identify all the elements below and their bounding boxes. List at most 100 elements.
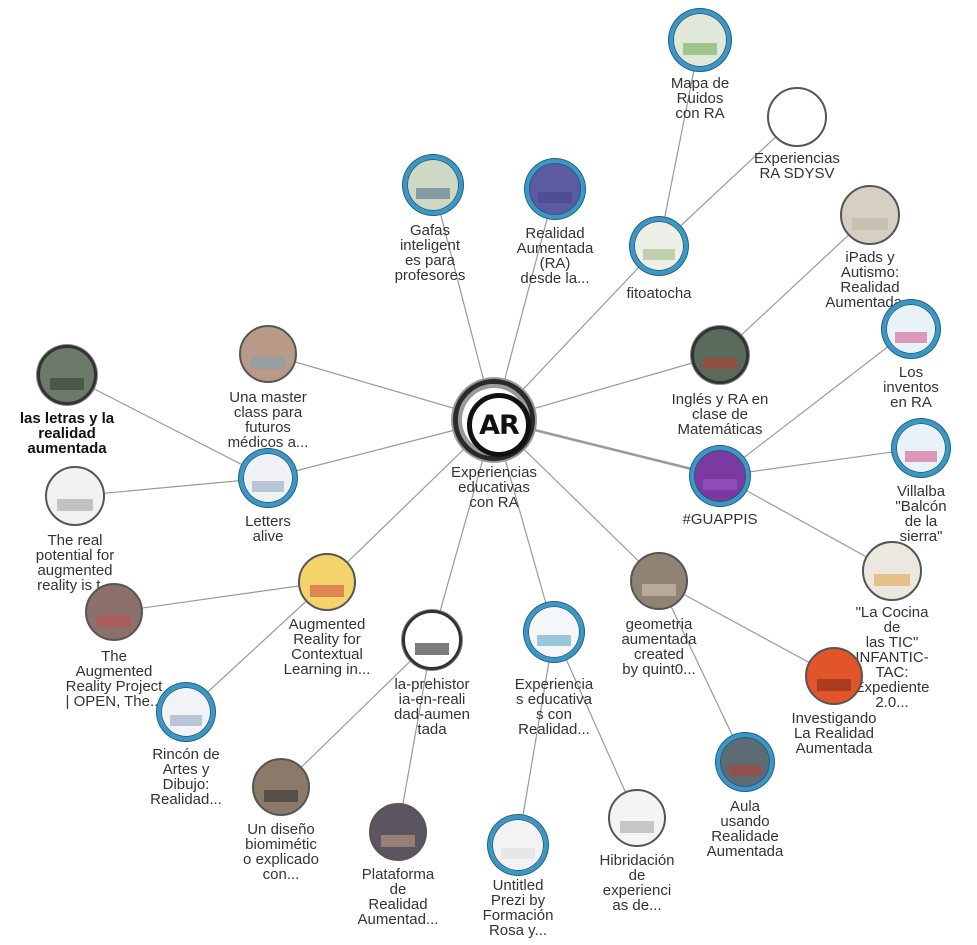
thumbnail-image <box>537 634 571 647</box>
node-label-guappis: #GUAPPIS <box>682 511 758 528</box>
node-label-prehistoria: la-prehistor ia-en-reali dad-aumen tada <box>394 676 470 738</box>
node-label-geometria: geometria aumentada created by quint0... <box>621 616 697 678</box>
thumbnail-image <box>874 573 910 587</box>
edge-guappis-inventos <box>719 328 912 477</box>
node-investigando[interactable] <box>805 647 863 705</box>
node-hibridacion[interactable] <box>608 789 666 847</box>
edge-augcontext-project <box>113 581 328 613</box>
node-label-expcon: Experiencia s educativa s con Realidad..… <box>514 676 594 738</box>
node-label-biomimetico: Un diseño biomimétic o explicado con... <box>243 821 319 883</box>
thumbnail-image <box>779 119 815 133</box>
thumbnail-image <box>416 187 450 200</box>
thumbnail-image <box>852 217 888 231</box>
node-prezi[interactable] <box>488 815 548 875</box>
node-inventos[interactable] <box>882 300 940 358</box>
thumbnail-image <box>501 847 535 860</box>
node-label-fitoatocha: fitoatocha <box>626 285 692 302</box>
hub-node[interactable]: AR <box>453 379 535 461</box>
edge-geometria-aula <box>658 580 746 763</box>
node-gafas[interactable] <box>403 155 463 215</box>
node-fitoatocha[interactable] <box>630 217 688 275</box>
node-sdysv[interactable] <box>767 87 827 147</box>
node-label-rincon: Rincón de Artes y Dibujo: Realidad... <box>150 746 222 808</box>
thumbnail-image <box>49 377 85 390</box>
thumbnail-image <box>682 42 718 55</box>
thumbnail-image <box>252 480 284 492</box>
edge-letters-letras <box>66 374 269 479</box>
node-master[interactable] <box>239 325 297 383</box>
node-geometria[interactable] <box>630 552 688 610</box>
thumbnail-image <box>905 450 937 462</box>
node-label-aula: Aula usando Realidade Aumentada <box>706 798 784 860</box>
edge-guappis-cocina <box>719 475 893 572</box>
node-label-project: The Augmented Reality Project | OPEN, Th… <box>65 648 163 710</box>
node-label-mapa: Mapa de Ruidos con RA <box>670 75 730 122</box>
node-cocina[interactable] <box>862 541 922 601</box>
node-letras[interactable] <box>37 345 97 405</box>
thumbnail-image <box>96 614 132 627</box>
node-label-letras: las letras y la realidad aumentada <box>19 410 115 457</box>
ar-logo-icon: AR <box>467 393 531 457</box>
edge-guappis-villalba <box>719 447 922 477</box>
node-ingles[interactable] <box>691 326 749 384</box>
node-label-villalba: Villalba "Balcón de la sierra" <box>895 483 947 545</box>
node-guappis[interactable] <box>690 446 750 506</box>
thumbnail-image <box>816 678 852 691</box>
node-label-gafas: Gafas inteligent es para profesores <box>394 222 466 284</box>
thumbnail-image <box>703 357 737 370</box>
thumbnail-image <box>895 331 927 343</box>
edge-geometria-investigando <box>658 580 835 677</box>
edge-fitoatocha-sdysv <box>658 116 798 247</box>
edge-prehistoria-biomimetico <box>280 639 433 788</box>
node-project[interactable] <box>85 583 143 641</box>
edge-prehistoria-plataforma <box>397 639 433 833</box>
thumbnail-image <box>309 584 345 597</box>
node-label-prezi: Untitled Prezi by Formación Rosa y... <box>482 877 554 939</box>
edge-augcontext-rincon <box>185 581 328 713</box>
thumbnail-image <box>380 834 416 847</box>
node-letters[interactable] <box>239 449 297 507</box>
node-augcontext[interactable] <box>298 553 356 611</box>
node-label-inventos: Los inventos en RA <box>883 364 939 411</box>
node-realidad[interactable] <box>525 159 585 219</box>
thumbnail-image <box>414 642 450 655</box>
thumbnail-image <box>641 583 677 596</box>
edge-fitoatocha-mapa <box>658 39 701 247</box>
node-label-investigando: Investigando La Realidad Aumentada <box>791 710 877 757</box>
thumbnail-image <box>643 248 675 260</box>
hub-label: Experiencias educativas con RA <box>451 464 537 511</box>
thumbnail-image <box>619 820 655 833</box>
node-label-sdysv: Experiencias RA SDYSV <box>754 150 840 182</box>
thumbnail-image <box>729 764 761 776</box>
node-label-ingles: Inglés y RA en clase de Matemáticas <box>671 391 769 438</box>
node-label-master: Una master class para futuros médicos a.… <box>227 389 309 451</box>
node-label-letters: Letters alive <box>245 513 291 545</box>
edge-expcon-prezi <box>517 631 555 846</box>
thumbnail-image <box>263 789 299 802</box>
node-label-plataforma: Plataforma de Realidad Aumentad... <box>357 866 439 928</box>
edge-ingles-ipads <box>719 214 871 356</box>
thumbnail-image <box>170 714 202 726</box>
node-aula[interactable] <box>716 733 774 791</box>
node-ipads[interactable] <box>840 185 900 245</box>
edge-letters-realpotential <box>74 477 269 497</box>
node-biomimetico[interactable] <box>252 758 310 816</box>
node-rincon[interactable] <box>157 683 215 741</box>
node-villalba[interactable] <box>892 419 950 477</box>
node-label-hibridacion: Hibridación de experienci as de... <box>599 852 675 914</box>
thumbnail-image <box>703 478 737 491</box>
thumbnail-image <box>538 191 572 204</box>
node-prehistoria[interactable] <box>402 610 462 670</box>
thumbnail-image <box>57 498 93 512</box>
edge-expcon-hibridacion <box>553 631 638 819</box>
node-expcon[interactable] <box>524 602 584 662</box>
thumbnail-image <box>250 356 286 369</box>
node-label-augcontext: Augmented Reality for Contextual Learnin… <box>283 616 371 678</box>
node-label-realidad: Realidad Aumentada (RA) desde la... <box>516 225 594 287</box>
node-mapa[interactable] <box>669 9 731 71</box>
node-realpotential[interactable] <box>45 466 105 526</box>
node-label-ipads: iPads y Autismo: Realidad Aumentada... <box>825 249 915 311</box>
node-plataforma[interactable] <box>369 803 427 861</box>
node-label-cocina: "La Cocina de las TIC" INFANTIC-TAC: Exp… <box>854 604 930 711</box>
